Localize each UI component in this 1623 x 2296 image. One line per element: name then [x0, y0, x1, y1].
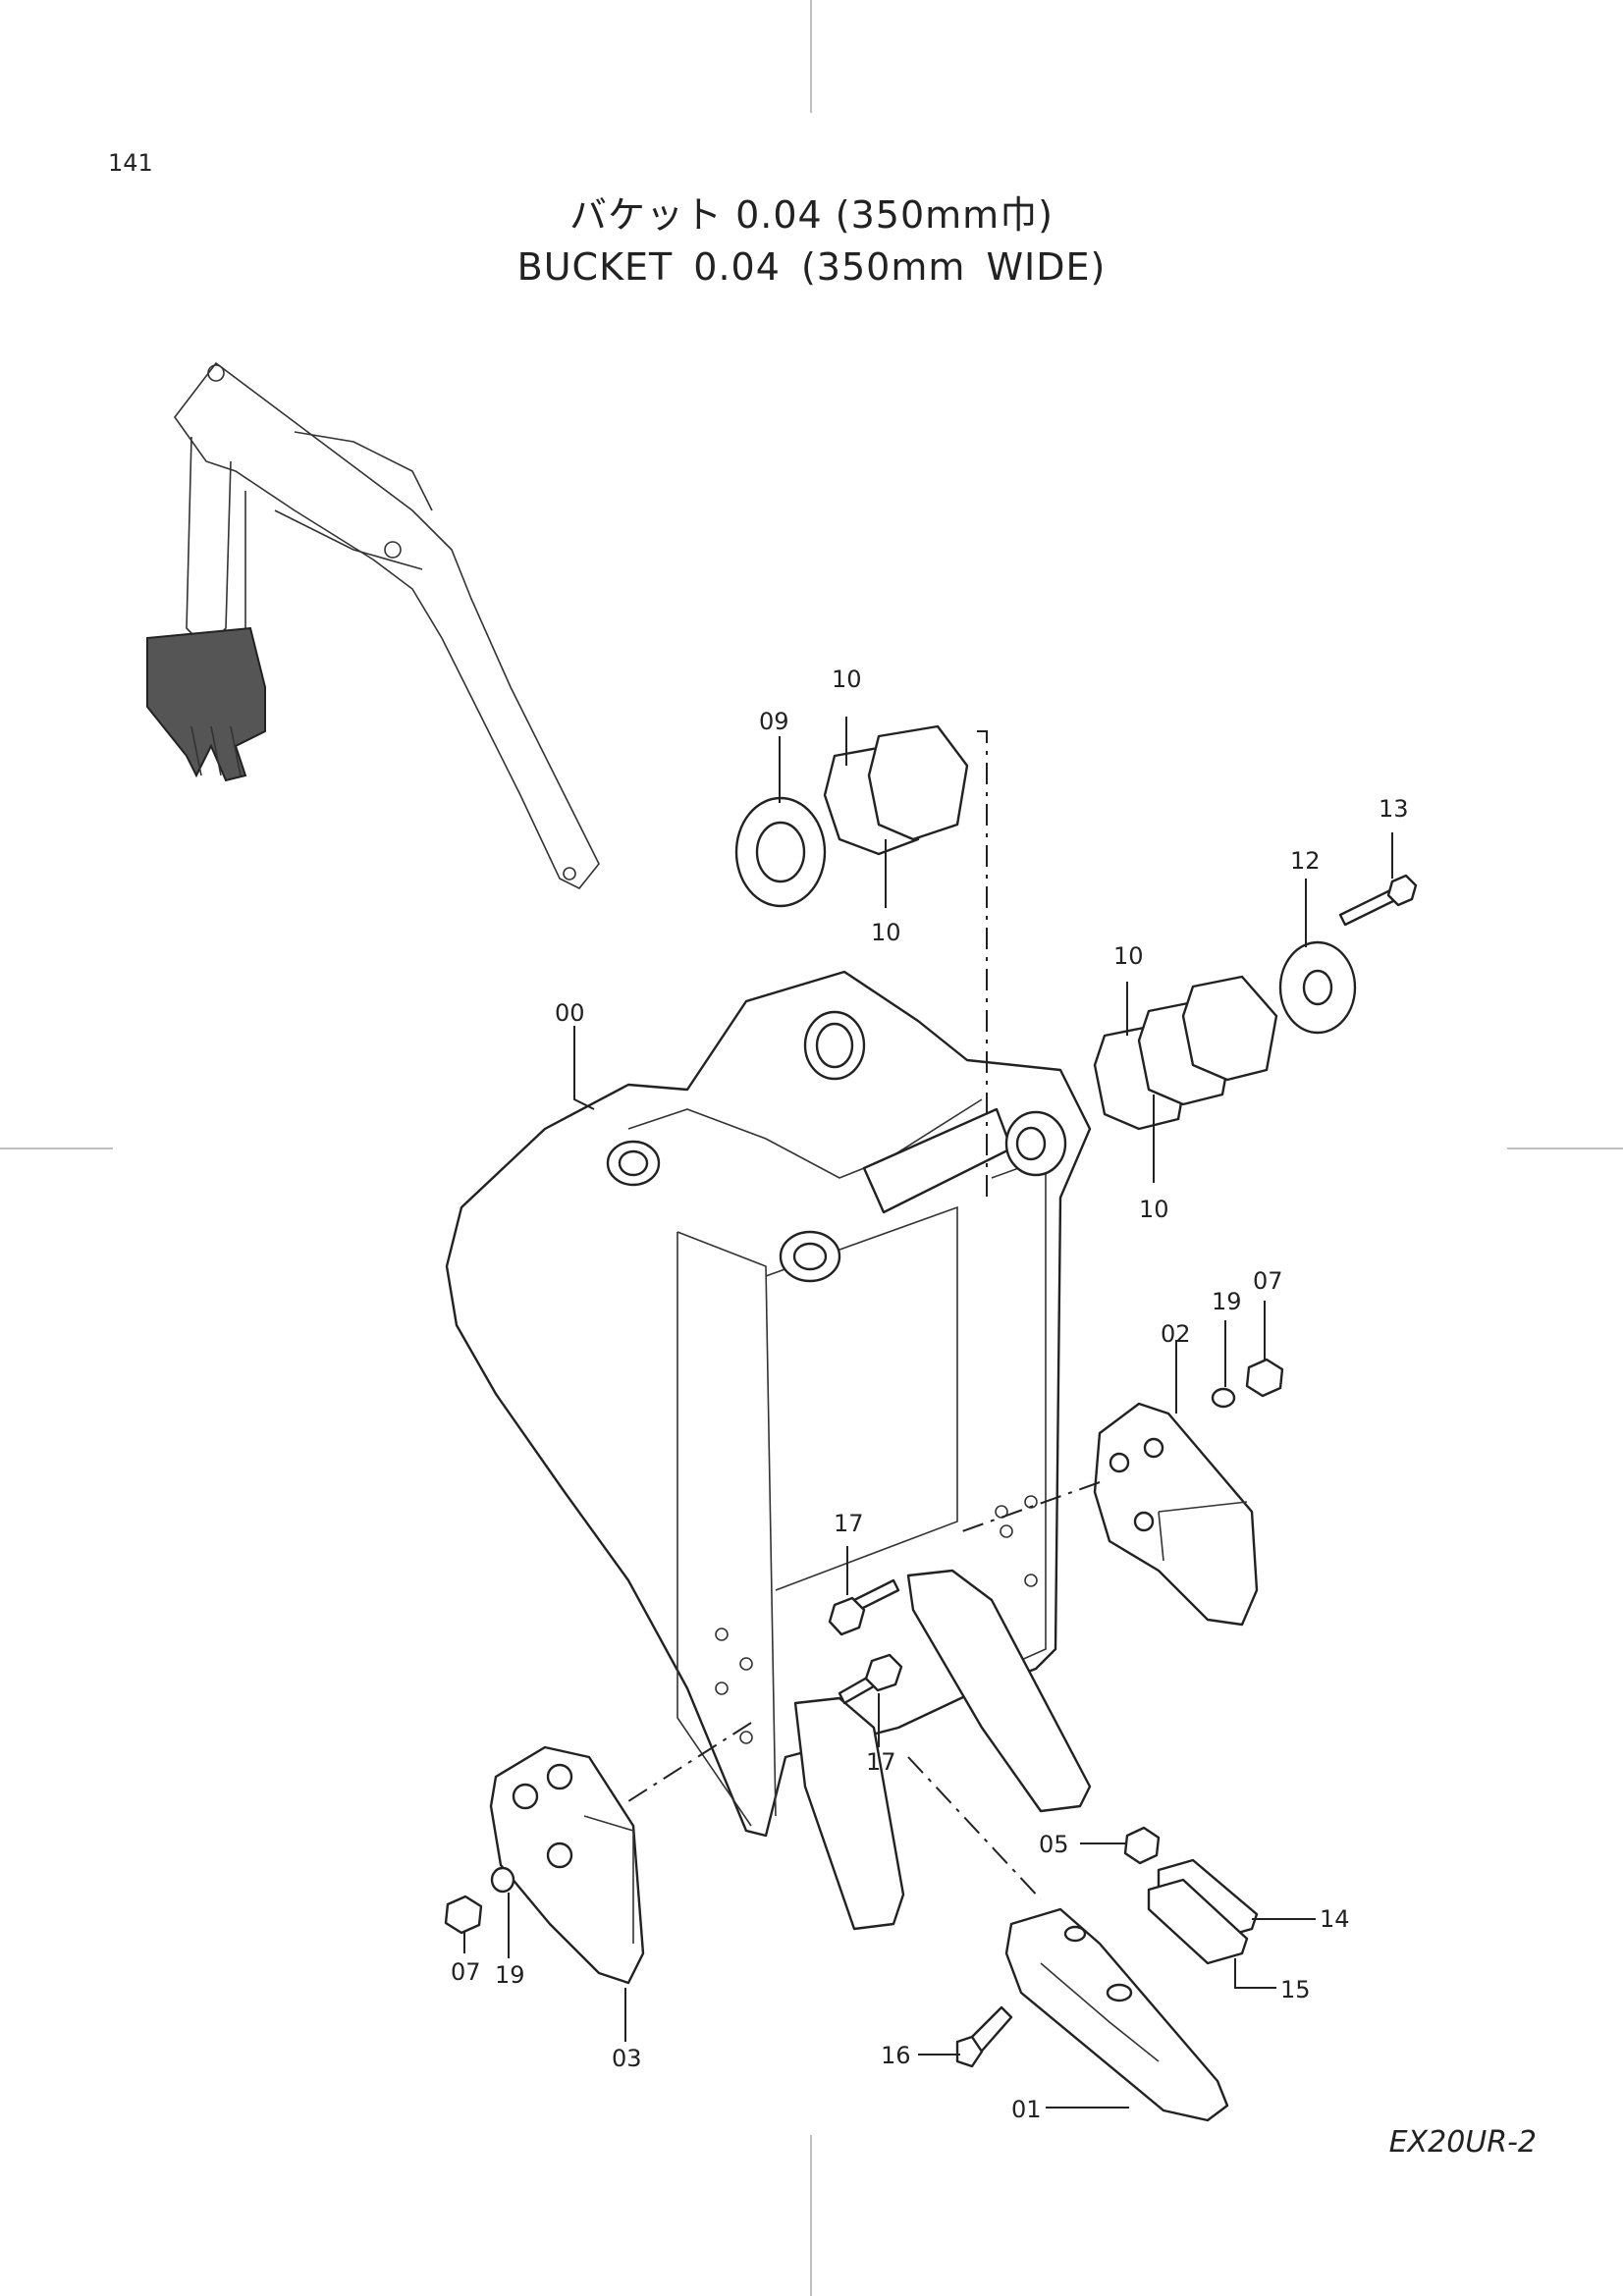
callout-17-lower: 17: [866, 1748, 896, 1776]
part-19-washer-right: [1211, 1387, 1236, 1409]
callout-05: 05: [1039, 1831, 1069, 1858]
part-13-bolt: [1338, 874, 1418, 927]
callout-07-right: 07: [1253, 1267, 1283, 1295]
callout-13: 13: [1379, 795, 1409, 823]
callout-03: 03: [612, 2045, 642, 2072]
part-12-plate: [1278, 940, 1357, 1035]
title-japanese: バケット 0.04 (350mm巾): [569, 193, 1054, 237]
callout-19-left: 19: [495, 1961, 525, 1989]
centerline-side-cutter-right: [961, 1481, 1101, 1532]
part-07-nut-right: [1245, 1358, 1284, 1398]
attachment-locator-illustration: [146, 361, 600, 890]
model-code: EX20UR-2: [1388, 2125, 1537, 2160]
callout-09: 09: [759, 708, 789, 735]
part-19-washer-left: [490, 1866, 515, 1894]
part-10-shims-upper: [823, 724, 969, 856]
callout-01: 01: [1011, 2096, 1042, 2123]
callout-16: 16: [881, 2042, 911, 2069]
part-16-bolt: [955, 2005, 1013, 2068]
part-01-tooth: [1004, 1907, 1229, 2122]
centerline-side-cutter-left: [627, 1722, 752, 1802]
bucket-teeth: [793, 1569, 1092, 1931]
page-number: 141: [108, 149, 153, 177]
callout-10-lower-b: 10: [1139, 1196, 1169, 1223]
callout-19-right: 19: [1212, 1288, 1242, 1315]
part-10-shims-lower: [1093, 975, 1278, 1131]
title-english: BUCKET 0.04 (350mm WIDE): [516, 245, 1107, 289]
part-17-bolts: [828, 1578, 903, 1705]
callout-07-left: 07: [451, 1958, 481, 1986]
part-07-nut-left: [444, 1895, 483, 1935]
centerline-tooth: [907, 1756, 1042, 1900]
callout-14: 14: [1320, 1905, 1350, 1933]
part-05-nut: [1123, 1826, 1161, 1865]
centerline-upper-pin: [977, 730, 988, 1198]
callout-02: 02: [1161, 1320, 1191, 1348]
callout-10-upper-b: 10: [871, 919, 901, 946]
part-02-side-cutter: [1093, 1402, 1259, 1627]
callout-12: 12: [1290, 847, 1321, 875]
callout-17-upper: 17: [834, 1510, 864, 1537]
part-09-bushing: [734, 796, 827, 908]
callout-10-lower-a: 10: [1113, 942, 1144, 970]
callout-10-upper-a: 10: [832, 666, 862, 693]
callout-00: 00: [555, 999, 585, 1027]
part-14-15-pin-plates: [1147, 1858, 1259, 1965]
callout-15: 15: [1280, 1976, 1311, 2003]
leader-lines: [463, 717, 1393, 2109]
part-03-side-cutter: [489, 1745, 645, 1985]
